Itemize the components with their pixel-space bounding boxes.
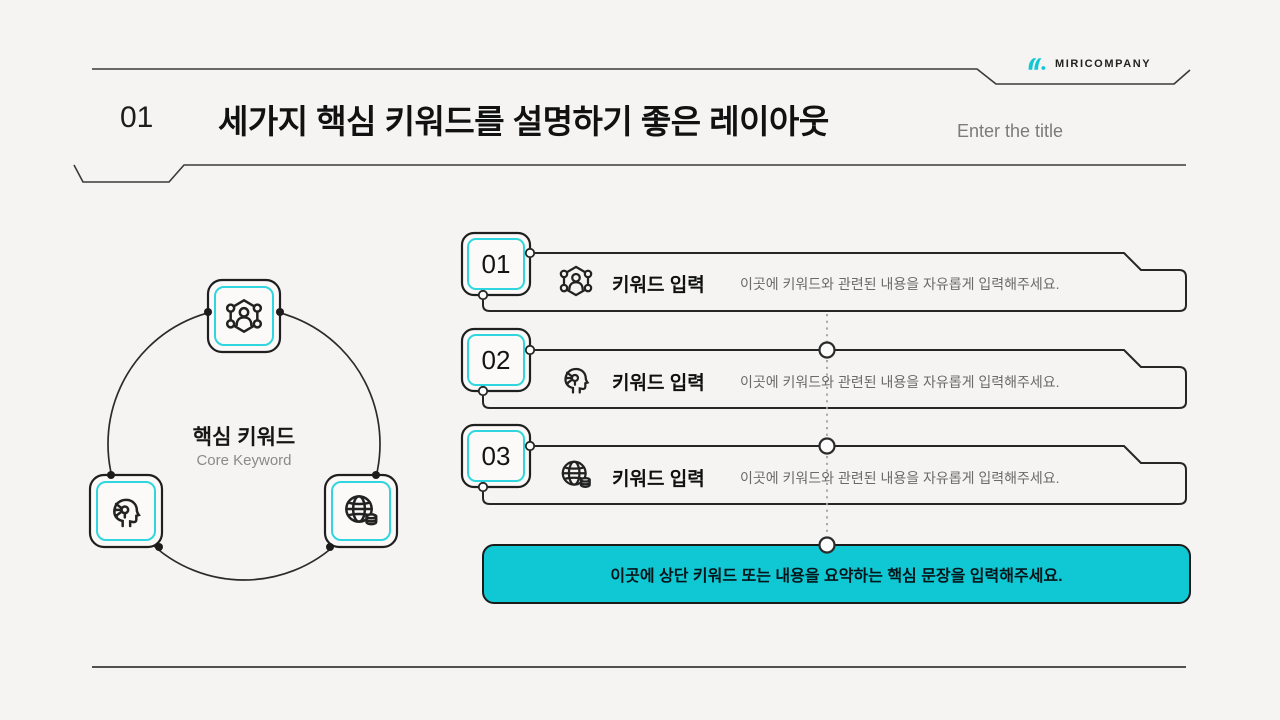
network-user-icon — [558, 263, 594, 299]
row-3-description[interactable]: 이곳에 키워드와 관련된 내용을 자유롭게 입력해주세요. — [740, 470, 1060, 486]
row-3-number: 03 — [481, 440, 511, 471]
globe-database-icon — [558, 457, 594, 493]
diagram-subtitle: Core Keyword — [196, 452, 292, 469]
row-1-description[interactable]: 이곳에 키워드와 관련된 내용을 자유롭게 입력해주세요. — [740, 276, 1060, 292]
page-title[interactable]: 세가지 핵심 키워드를 설명하기 좋은 레이아웃 — [218, 103, 829, 140]
row-2-description[interactable]: 이곳에 키워드와 관련된 내용을 자유롭게 입력해주세요. — [740, 374, 1060, 390]
ai-head-icon — [558, 361, 594, 397]
row-1-number: 01 — [481, 248, 511, 279]
company-name: MIRICOMPANY — [1055, 58, 1152, 70]
miri-logo-icon — [1028, 57, 1047, 71]
company-logo: MIRICOMPANY — [1028, 57, 1151, 71]
row-2-number: 02 — [481, 344, 511, 375]
ai-head-icon — [106, 491, 146, 531]
globe-database-icon — [341, 491, 381, 531]
summary-text[interactable]: 이곳에 상단 키워드 또는 내용을 요약하는 핵심 문장을 입력해주세요. — [610, 568, 1063, 585]
header-index: 01 — [120, 101, 154, 134]
row-3-label[interactable]: 키워드 입력 — [612, 469, 705, 490]
diagram-title: 핵심 키워드 — [192, 426, 296, 449]
row-1-label[interactable]: 키워드 입력 — [612, 275, 705, 296]
header-top-rule — [92, 68, 1191, 85]
network-user-icon — [224, 296, 264, 336]
row-2-label[interactable]: 키워드 입력 — [612, 373, 705, 394]
title-underline-rule — [73, 164, 1186, 183]
title-placeholder[interactable]: Enter the title — [957, 121, 1064, 141]
